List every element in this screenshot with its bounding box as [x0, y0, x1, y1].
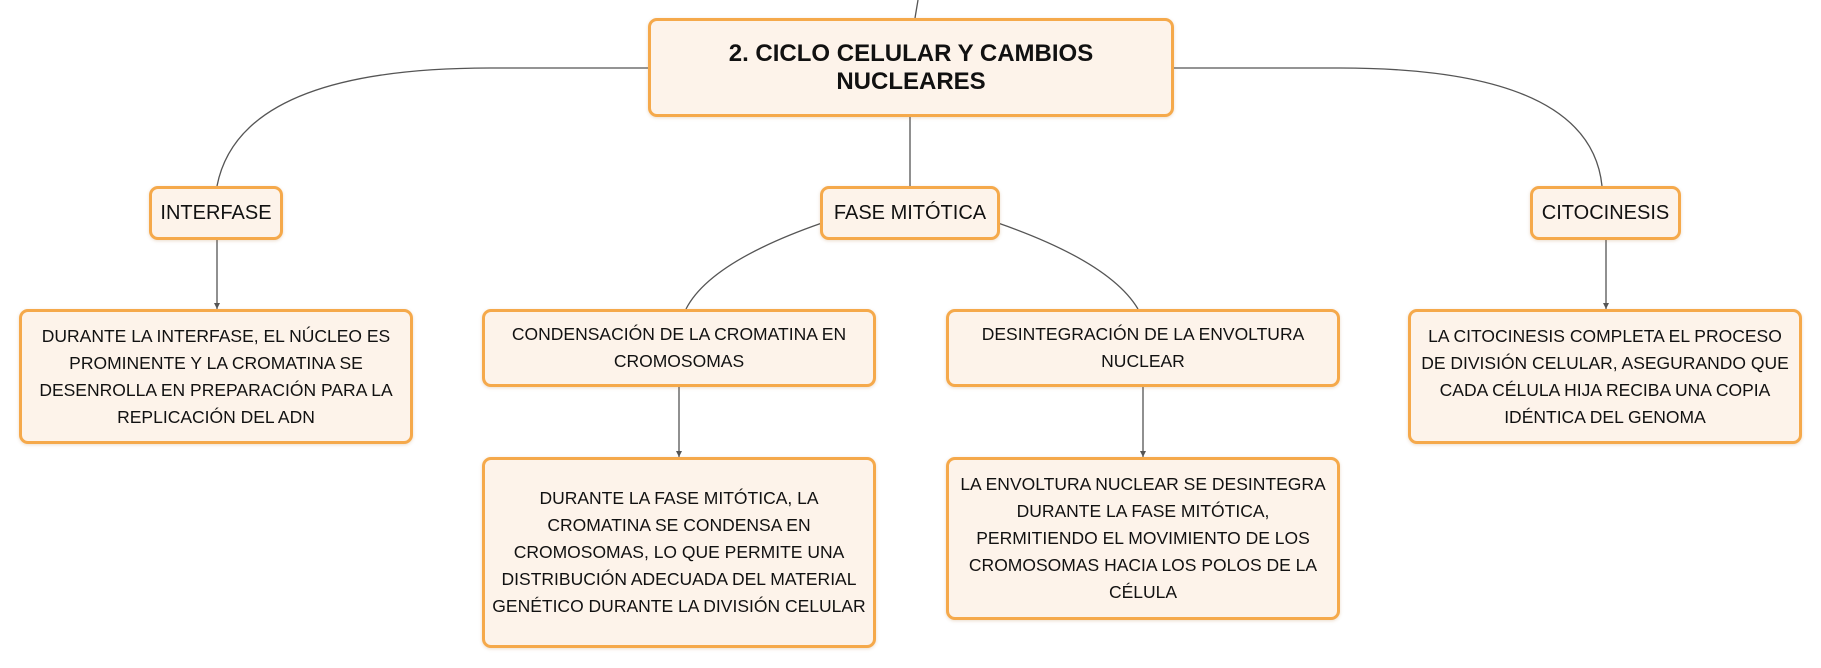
citocinesis-label: CITOCINESIS — [1541, 201, 1670, 224]
arrowhead-interfase-detail — [214, 303, 220, 309]
citocinesis-detail-node[interactable]: LA CITOCINESIS COMPLETA EL PROCESO DE DI… — [1408, 309, 1802, 444]
root-topic-node[interactable]: 2. CICLO CELULAR Y CAMBIOS NUCLEARES — [648, 18, 1174, 117]
interfase-detail-node[interactable]: DURANTE LA INTERFASE, EL NÚCLEO ES PROMI… — [19, 309, 413, 444]
connector-root-to-interfase — [216, 67, 648, 187]
condensacion-detail-text: DURANTE LA FASE MITÓTICA, LA CROMATINA S… — [492, 488, 866, 616]
fase-mitotica-node[interactable]: FASE MITÓTICA — [820, 186, 1000, 240]
connector-fase-mitotica-to-condensacion — [685, 222, 823, 310]
condensacion-node[interactable]: CONDENSACIÓN DE LA CROMATINA EN CROMOSOM… — [482, 309, 876, 387]
connector-parent-to-root — [914, 0, 919, 19]
connector-fase-mitotica-to-desintegracion — [997, 222, 1139, 310]
fase-mitotica-label: FASE MITÓTICA — [833, 201, 987, 224]
desintegracion-detail-text: LA ENVOLTURA NUCLEAR SE DESINTEGRA DURAN… — [960, 474, 1326, 602]
citocinesis-detail-text: LA CITOCINESIS COMPLETA EL PROCESO DE DI… — [1421, 325, 1789, 427]
root-topic-label: 2. CICLO CELULAR Y CAMBIOS NUCLEARES — [728, 39, 1094, 95]
condensacion-label: CONDENSACIÓN DE LA CROMATINA EN CROMOSOM… — [511, 324, 847, 371]
connector-root-to-citocinesis — [1174, 67, 1603, 187]
citocinesis-node[interactable]: CITOCINESIS — [1530, 186, 1681, 240]
desintegracion-label: DESINTEGRACIÓN DE LA ENVOLTURA NUCLEAR — [981, 324, 1305, 371]
interfase-label: INTERFASE — [160, 201, 272, 224]
arrowhead-desintegracion-detail — [1140, 451, 1146, 457]
interfase-detail-text: DURANTE LA INTERFASE, EL NÚCLEO ES PROMI… — [39, 325, 393, 427]
arrowhead-citocinesis-detail — [1603, 303, 1609, 309]
condensacion-detail-node[interactable]: DURANTE LA FASE MITÓTICA, LA CROMATINA S… — [482, 457, 876, 648]
desintegracion-node[interactable]: DESINTEGRACIÓN DE LA ENVOLTURA NUCLEAR — [946, 309, 1340, 387]
interfase-node[interactable]: INTERFASE — [149, 186, 283, 240]
arrowhead-condensacion-detail — [676, 451, 682, 457]
desintegracion-detail-node[interactable]: LA ENVOLTURA NUCLEAR SE DESINTEGRA DURAN… — [946, 457, 1340, 620]
